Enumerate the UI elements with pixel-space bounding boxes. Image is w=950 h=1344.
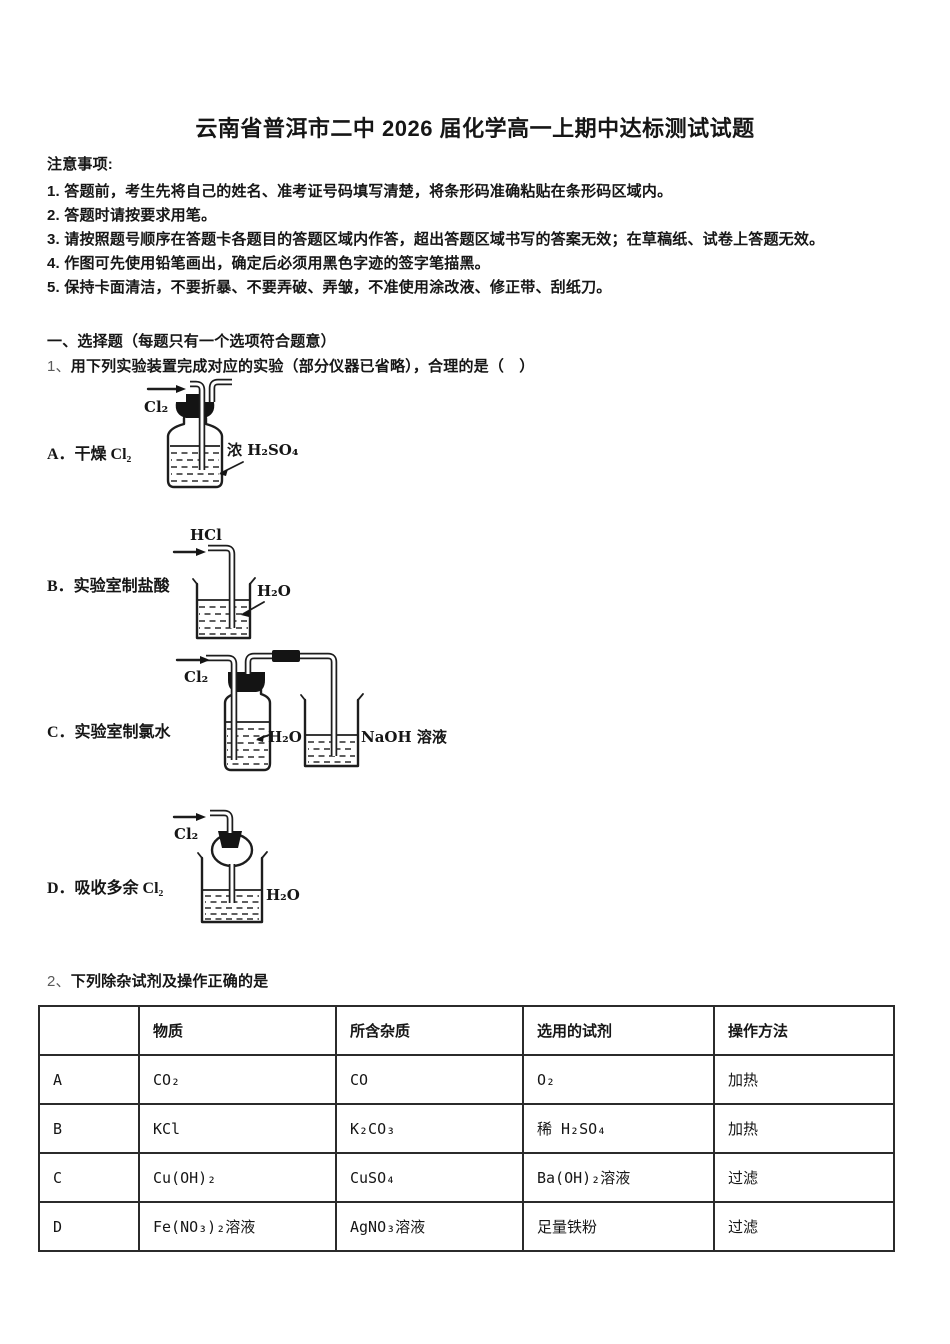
question-1-number: 1、 [47, 358, 71, 375]
water-leader-arrow [256, 734, 270, 742]
table-row-d: D Fe(NO₃)₂溶液 AgNO₃溶液 足量铁粉 过滤 [38, 1201, 895, 1252]
cell-reagent: 稀 H₂SO₄ [522, 1103, 715, 1154]
cell-method: 加热 [713, 1103, 895, 1154]
purification-table: 物质 所含杂质 选用的试剂 操作方法 A CO₂ CO O₂ 加热 B KCl … [38, 1005, 895, 1252]
cell-method: 加热 [713, 1054, 895, 1105]
cell-method: 过滤 [713, 1152, 895, 1203]
question-2-text: 下列除杂试剂及操作正确的是 [70, 973, 269, 990]
gas-flow-arrow [146, 385, 186, 393]
question-2-number: 2、 [47, 973, 71, 990]
gas-flow-arrow [172, 813, 206, 821]
question-2: 2、下列除杂试剂及操作正确的是 [47, 970, 268, 991]
notice-item: 1. 答题前，考生先将自己的姓名、准考证号码填写清楚，将条形码准确粘贴在条形码区… [47, 183, 673, 200]
gas-label: Cl₂ [184, 668, 208, 686]
header-cell-blank [38, 1005, 140, 1056]
option-d-label: D．吸收多余 Cl₂ [47, 880, 164, 897]
gas-outlet-tube [208, 378, 232, 402]
gas-inlet-tube [190, 380, 206, 470]
gas-washing-bottle [166, 378, 232, 489]
table-header-row: 物质 所含杂质 选用的试剂 操作方法 [38, 1005, 895, 1056]
header-cell-reagent: 选用的试剂 [522, 1005, 715, 1056]
table-row-a: A CO₂ CO O₂ 加热 [38, 1054, 895, 1105]
cell-substance: CO₂ [138, 1054, 337, 1105]
header-cell-method: 操作方法 [713, 1005, 895, 1056]
section-heading: 一、选择题（每题只有一个选项符合题意） [47, 333, 336, 350]
cell-reagent: 足量铁粉 [522, 1201, 715, 1252]
header-cell-impurity: 所含杂质 [335, 1005, 524, 1056]
reagent-leader-arrow [219, 461, 244, 476]
gas-flow-arrow [175, 656, 210, 664]
header-cell-substance: 物质 [138, 1005, 337, 1056]
water-label: H₂O [266, 886, 300, 904]
bottle-neck [186, 394, 204, 402]
apparatus-diagram-b-beaker: HCl H₂O [172, 526, 291, 640]
question-1-text: 用下列实验装置完成对应的实验（部分仪器已省略），合理的是（ ） [70, 358, 535, 375]
reagent-label: 浓 H₂SO₄ [227, 441, 299, 459]
page-title: 云南省普洱市二中 2026 届化学高一上期中达标测试试题 [195, 116, 755, 141]
notice-item: 4. 作图可先使用铅笔画出，确定后必须用黑色字迹的签字笔描黑。 [47, 255, 490, 272]
notice-item: 5. 保持卡面清洁，不要折暴、不要弄破、弄皱，不准使用涂改液、修正带、刮纸刀。 [47, 279, 612, 296]
table-row-c: C Cu(OH)₂ CuSO₄ Ba(OH)₂溶液 过滤 [38, 1152, 895, 1203]
connecting-tube [244, 650, 338, 756]
cell-option-letter: D [38, 1201, 140, 1252]
gas-label: Cl₂ [174, 825, 198, 843]
beaker [197, 851, 268, 924]
rubber-stopper [218, 831, 242, 848]
delivery-tube [208, 544, 236, 628]
cell-impurity: CuSO₄ [335, 1152, 524, 1203]
notice-heading: 注意事项: [47, 156, 113, 173]
cell-impurity: CO [335, 1054, 524, 1105]
option-c-label: C．实验室制氯水 [47, 724, 171, 741]
cell-impurity: K₂CO₃ [335, 1103, 524, 1154]
gas-inlet-tube [206, 654, 238, 760]
apparatus-diagram-d-inverted-funnel: Cl₂ H₂O [172, 809, 300, 924]
question-1: 1、用下列实验装置完成对应的实验（部分仪器已省略），合理的是（ ） [47, 355, 534, 376]
rubber-stopper [175, 402, 215, 418]
beaker-liquid-label: NaOH 溶液 [361, 728, 448, 746]
apparatus-diagram-a-gas-washing-bottle: Cl₂ 浓 H₂SO₄ [144, 378, 299, 489]
cell-impurity: AgNO₃溶液 [335, 1201, 524, 1252]
cell-reagent: Ba(OH)₂溶液 [522, 1152, 715, 1203]
inverted-funnel [210, 831, 254, 903]
beaker [192, 577, 256, 640]
cell-option-letter: B [38, 1103, 140, 1154]
cell-option-letter: C [38, 1152, 140, 1203]
apparatus-diagram-c-wash-bottle-and-beaker: Cl₂ H₂O NaOH 溶液 [175, 650, 448, 772]
cell-reagent: O₂ [522, 1054, 715, 1105]
water-label: H₂O [257, 582, 291, 600]
cell-substance: Cu(OH)₂ [138, 1152, 337, 1203]
cell-substance: Fe(NO₃)₂溶液 [138, 1201, 337, 1252]
gas-label: HCl [190, 526, 222, 544]
option-b-label: B．实验室制盐酸 [47, 578, 170, 595]
bottle-liquid-label: H₂O [268, 728, 302, 746]
table-row-b: B KCl K₂CO₃ 稀 H₂SO₄ 加热 [38, 1103, 895, 1154]
notice-item: 2. 答题时请按要求用笔。 [47, 207, 217, 224]
cell-option-letter: A [38, 1054, 140, 1105]
cell-substance: KCl [138, 1103, 337, 1154]
gas-flow-arrow [172, 548, 206, 556]
option-a-label: A．干燥 Cl₂ [47, 446, 132, 463]
rubber-connector [272, 650, 300, 662]
gas-label: Cl₂ [144, 398, 168, 416]
notice-item: 3. 请按照题号顺序在答题卡各题目的答题区域内作答，超出答题区域书写的答案无效；… [47, 231, 825, 248]
cell-method: 过滤 [713, 1201, 895, 1252]
delivery-tube [210, 809, 234, 833]
water-leader-arrow [241, 601, 265, 617]
